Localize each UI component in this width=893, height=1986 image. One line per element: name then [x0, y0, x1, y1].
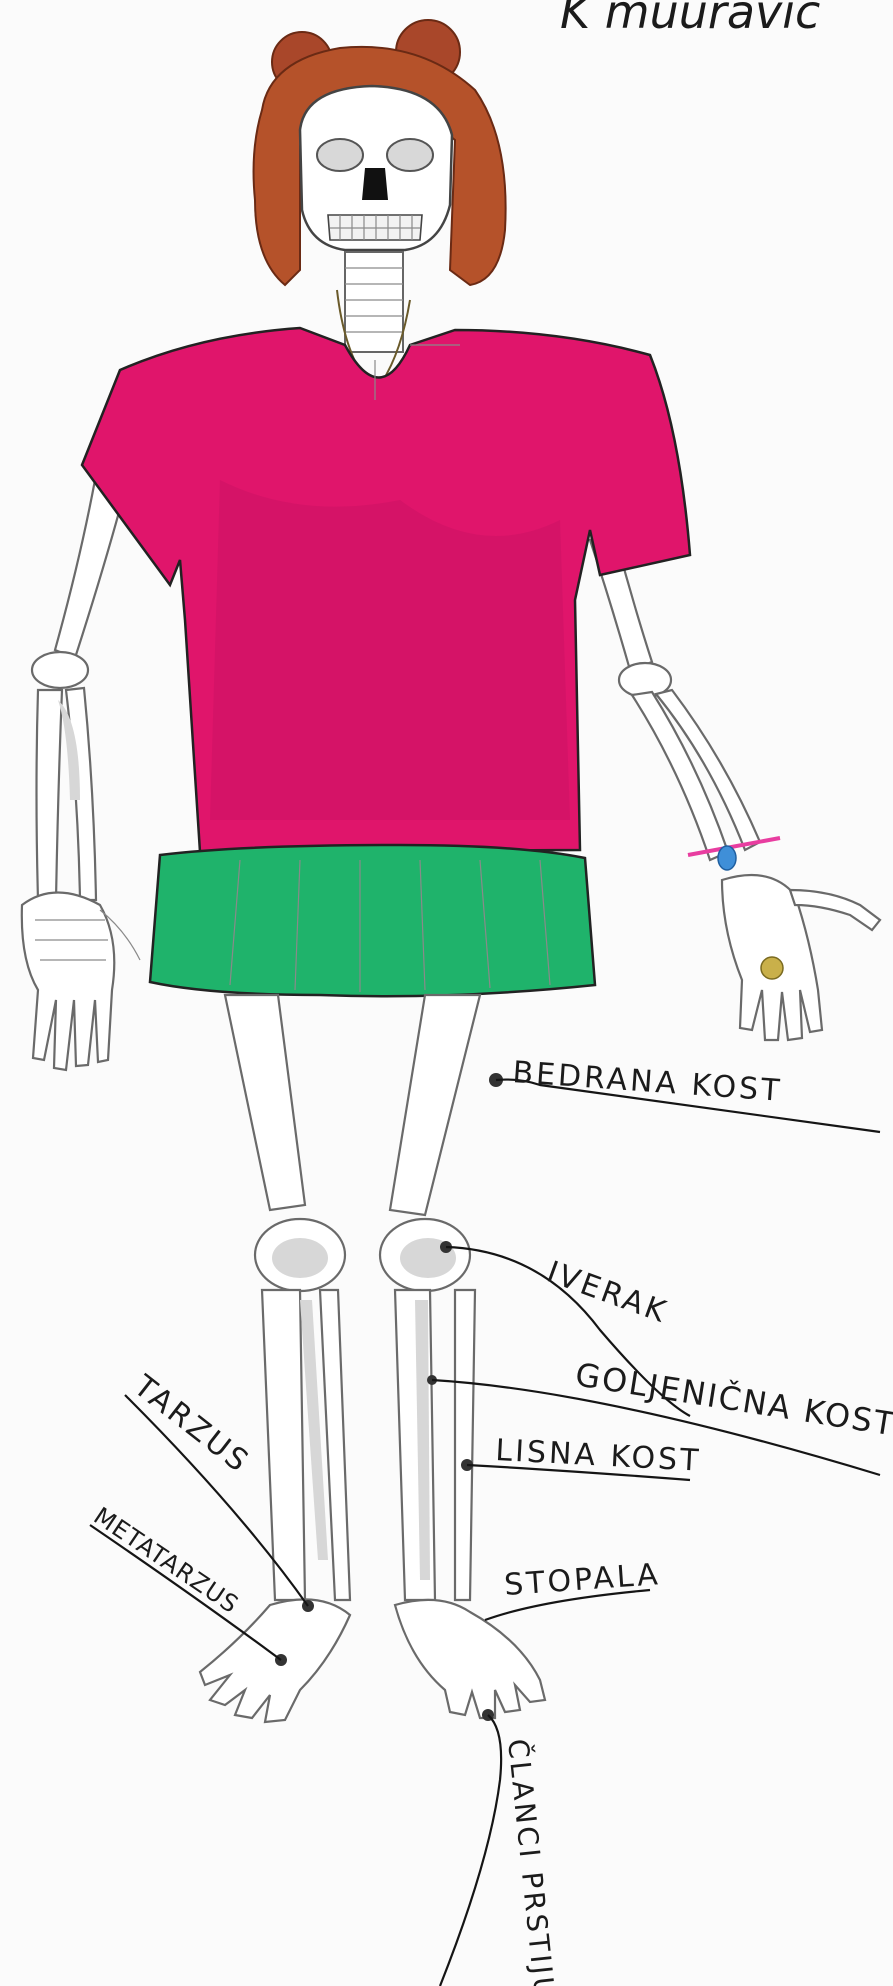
page-title-fragment: K muuravic — [560, 0, 820, 39]
cervical-spine — [345, 252, 403, 352]
nose-cavity — [362, 168, 388, 200]
skirt — [150, 845, 595, 996]
left-hand — [22, 893, 114, 1071]
ring — [761, 957, 783, 979]
skull — [300, 86, 452, 250]
left-eye-socket — [317, 139, 363, 171]
left-elbow — [32, 652, 88, 688]
right-eye-socket — [387, 139, 433, 171]
